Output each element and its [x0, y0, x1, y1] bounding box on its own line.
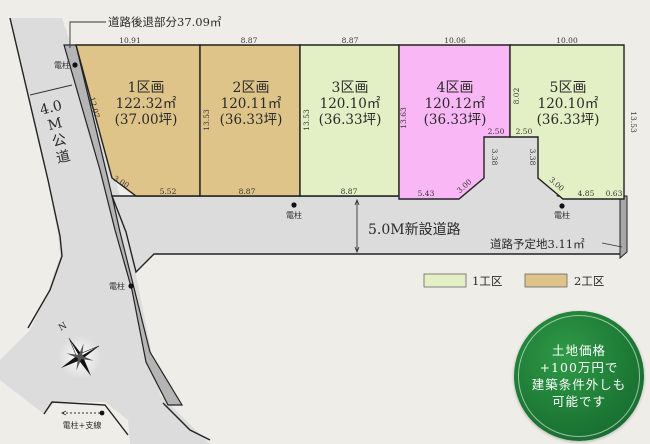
utility-pole-icon: [559, 203, 565, 209]
lot-4-label: 4区画 120.12㎡ (36.33坪): [424, 80, 487, 128]
public-road-edge-lower: [43, 401, 129, 436]
legend-label-phase-1: 1工区: [472, 274, 502, 288]
planned-road-strip: [619, 195, 628, 260]
lot-5-parcel[interactable]: [509, 44, 625, 200]
utility-pole-icon: [99, 410, 105, 416]
dim-lot5-right: 13.53: [629, 111, 638, 133]
utility-pole-3-label: 電柱: [554, 210, 570, 220]
utility-pole-guy-wire-label: 電柱+支線: [63, 420, 102, 430]
badge-line-1: 土地価格: [551, 343, 606, 358]
utility-pole-2-label: 電柱: [286, 210, 302, 220]
lot-5-label: 5区画 120.10㎡ (36.33坪): [537, 80, 600, 128]
dim-lot4-bottom: 5.43: [418, 189, 435, 198]
badge-line-2: +100万円で: [539, 360, 619, 375]
utility-pole-3: 電柱: [554, 203, 570, 220]
dim-top-lot4: 10.06: [444, 36, 466, 45]
dim-lot2-bottom: 8.87: [239, 187, 256, 196]
dim-lot5-notch-top: 2.50: [516, 127, 533, 136]
utility-pole-icon: [128, 283, 134, 289]
dim-lot5-left: 8.02: [512, 87, 521, 104]
dim-lot5-bottom: 4.85: [578, 189, 595, 198]
lot-2-area-tsubo: (36.33坪): [220, 112, 283, 128]
lot-2-label: 2区画 120.11㎡ (36.33坪): [220, 80, 283, 128]
legend-label-phase-2: 2工区: [574, 274, 604, 288]
lot-5-title: 5区画: [550, 80, 587, 96]
compass-icon: N: [57, 321, 102, 379]
guy-wire-arrow-icon: [60, 410, 67, 416]
public-road-label-1: M: [46, 115, 64, 134]
road-setback-strip: [63, 44, 184, 406]
lot-2-title: 2区画: [233, 80, 270, 96]
dim-top-lot3: 8.87: [342, 36, 359, 45]
lot-4-area-sqm: 120.12㎡: [425, 96, 486, 112]
utility-pole-icon: [291, 202, 297, 208]
new-road-arrow-head-top: [354, 198, 360, 206]
utility-pole-1: 電柱: [54, 60, 78, 70]
utility-pole-guy-wire: 電柱+支線: [60, 410, 105, 430]
lot-4-title: 4区画: [437, 80, 474, 96]
dim-lot4-notch-side: 3.38: [490, 149, 499, 166]
legend-swatch-phase-1: [423, 273, 467, 288]
lot-3-area-tsubo: (36.33坪): [319, 112, 382, 128]
lot-1-area-sqm: 122.32㎡: [116, 96, 177, 112]
utility-pole-icon: [72, 62, 78, 68]
dim-lot2-left: 13.53: [202, 109, 211, 131]
new-road-arrow-head-bottom: [354, 246, 360, 254]
dim-lot5-notch-side: 3.38: [528, 149, 537, 166]
lot-5-area-sqm: 120.10㎡: [538, 96, 599, 112]
public-road-edge-right: [162, 402, 211, 441]
road-setback-callout-line: [69, 21, 106, 48]
lot-1-title: 1区画: [128, 80, 165, 96]
utility-pole-4: 電柱: [109, 281, 134, 291]
dim-lot1-bottom: 5.52: [160, 187, 177, 196]
planned-road-label: 道路予定地3.11㎡: [490, 237, 585, 251]
road-setback-label: 道路後退部分37.09㎡: [108, 15, 222, 29]
dim-lot5-bottom-end: 0.63: [606, 189, 623, 198]
dim-lot4-notch-top: 2.50: [488, 127, 505, 136]
lot-3-label: 3区画 120.10㎡ (36.33坪): [319, 80, 382, 128]
new-road-label: 5.0M新設道路: [368, 222, 461, 238]
public-road-label: 4.0 M 公 道: [38, 98, 72, 167]
road-notch: [460, 137, 560, 199]
utility-pole-2: 電柱: [286, 202, 302, 220]
public-road-width-arrow: [29, 84, 73, 96]
price-promo-badge: 土地価格 +100万円で 建築条件外しも 可能です: [514, 311, 644, 441]
public-road-label-2: 公: [51, 132, 68, 151]
dim-top-lot2: 8.87: [241, 36, 258, 45]
legend-swatch-phase-2: [524, 273, 568, 288]
public-road-edge-left: [9, 17, 63, 329]
utility-pole-1-label: 電柱: [54, 60, 70, 70]
lot-2-area-sqm: 120.11㎡: [221, 96, 282, 112]
dim-lot4-left: 13.63: [399, 107, 408, 129]
badge-line-3: 建築条件外しも: [531, 377, 627, 392]
planned-road-callout-line: [601, 242, 623, 248]
dim-top-lot5: 10.00: [556, 36, 578, 45]
utility-pole-4-label: 電柱: [109, 281, 125, 291]
public-road-area: [0, 18, 210, 444]
dim-lot3-left: 13.53: [302, 109, 311, 131]
public-road-label-0: 4.0: [38, 98, 63, 119]
public-road-label-3: 道: [55, 148, 72, 167]
legend: 1工区 2工区: [423, 273, 604, 288]
badge-line-4: 可能です: [551, 394, 606, 409]
lot-4-area-tsubo: (36.33坪): [424, 112, 487, 128]
dim-lot3-bottom: 8.87: [341, 187, 358, 196]
lot-5-area-tsubo: (36.33坪): [537, 112, 600, 128]
dim-top-lot1: 10.91: [119, 36, 140, 45]
compass-north-label: N: [57, 321, 69, 334]
lot-3-area-sqm: 120.10㎡: [320, 96, 381, 112]
lot-1-parcel[interactable]: [75, 44, 201, 197]
lot-1-area-tsubo: (37.00坪): [115, 112, 178, 128]
lot-3-title: 3区画: [332, 80, 369, 96]
lot-1-label: 1区画 122.32㎡ (37.00坪): [115, 80, 178, 128]
